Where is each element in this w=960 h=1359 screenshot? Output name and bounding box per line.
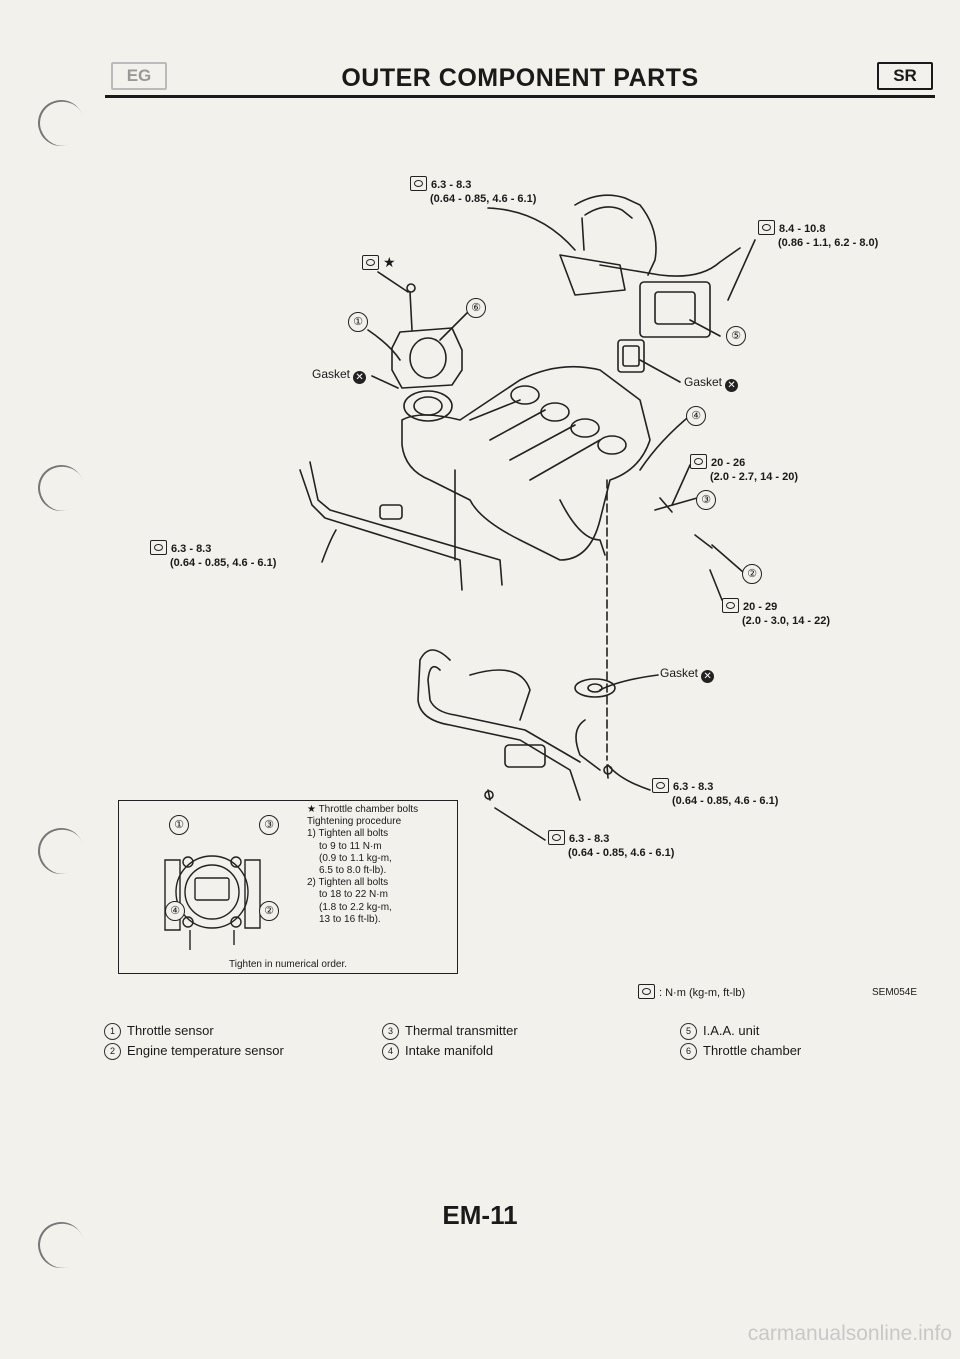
star-mark: ★ [383, 254, 396, 270]
torque-spec-4: 6.3 - 8.3 (0.64 - 0.85, 4.6 - 6.1) [150, 540, 276, 570]
leader-line [321, 529, 337, 563]
header-rule [105, 95, 935, 98]
page-header: EG OUTER COMPONENT PARTS SR [105, 58, 935, 98]
torque-wrench-icon [690, 454, 707, 469]
torque-wrench-icon [722, 598, 739, 613]
leader-line [607, 764, 651, 791]
bracket [559, 254, 626, 296]
torque-spec-star: ★ [362, 255, 396, 270]
replace-icon: ✕ [353, 371, 367, 384]
leader-line [671, 464, 691, 506]
inset-callout-4: ④ [165, 901, 185, 921]
water-hose [417, 649, 581, 801]
inset-callout-3: ③ [259, 815, 279, 835]
throttle-bolt [409, 291, 413, 331]
leader-line [599, 674, 659, 691]
torque-wrench-icon [652, 778, 669, 793]
page-title: OUTER COMPONENT PARTS [341, 64, 699, 92]
order-note: Tighten in numerical order. [228, 959, 348, 970]
leader-line [709, 569, 723, 601]
torque-wrench-icon [410, 176, 427, 191]
replace-icon: ✕ [701, 670, 715, 683]
torque-spec-2: 8.4 - 10.8 (0.86 - 1.1, 6.2 - 8.0) [758, 220, 878, 250]
torque-wrench-icon [362, 255, 379, 270]
figure-code: SEM054E [872, 987, 918, 998]
iaa-unit [639, 281, 711, 338]
water-pipe [309, 461, 503, 586]
hose [584, 206, 633, 219]
leader-line [494, 807, 546, 841]
inset-callout-2: ② [259, 901, 279, 921]
leader-line [371, 375, 399, 389]
star-mark: ★ [307, 804, 316, 815]
torque-spec-1: 6.3 - 8.3 (0.64 - 0.85, 4.6 - 6.1) [410, 176, 536, 206]
page-number: EM-11 [442, 1200, 518, 1230]
leader-line [639, 413, 693, 471]
tightening-procedure: ★ Throttle chamber bolts Tightening proc… [307, 804, 419, 925]
callout-2: ② [742, 564, 762, 584]
inset-callout-1: ① [169, 815, 189, 835]
intake-manifold [401, 365, 651, 561]
callout-6: ⑥ [466, 298, 486, 318]
torque-spec-5: 20 - 29 (2.0 - 3.0, 14 - 22) [722, 598, 830, 628]
bolt [581, 217, 585, 251]
gasket-label-lower: Gasket✕ [660, 666, 715, 683]
gasket-label-throttle: Gasket✕ [312, 367, 367, 384]
watermark: carmanualsonline.info [747, 1322, 952, 1345]
replace-icon: ✕ [725, 379, 739, 392]
torque-spec-7: 6.3 - 8.3 (0.64 - 0.85, 4.6 - 6.1) [548, 830, 674, 860]
section-tag-left: EG [111, 62, 167, 90]
callout-3: ③ [696, 490, 716, 510]
torque-wrench-icon [638, 984, 655, 999]
throttle-chamber [391, 327, 463, 389]
leader-line [711, 544, 744, 573]
stud [659, 497, 673, 513]
leader-line [367, 329, 401, 361]
torque-wrench-icon [548, 830, 565, 845]
throttle-body-inset [175, 855, 249, 929]
section-tag-right: SR [877, 62, 933, 90]
leader-line [439, 309, 471, 341]
leader-line [487, 207, 576, 251]
leader-line [639, 359, 681, 383]
leader-line [727, 239, 756, 301]
torque-spec-6: 6.3 - 8.3 (0.64 - 0.85, 4.6 - 6.1) [652, 778, 778, 808]
unit-legend: : N·m (kg-m, ft-lb) [638, 984, 745, 1000]
callout-1: ① [348, 312, 368, 332]
lower-gasket [574, 678, 616, 698]
gasket-square [617, 339, 645, 373]
sensor [694, 534, 713, 549]
hose [574, 194, 657, 276]
leader-line [377, 271, 409, 293]
callout-5: ⑤ [726, 326, 746, 346]
callout-4: ④ [686, 406, 706, 426]
leader-line [654, 497, 698, 511]
torque-wrench-icon [758, 220, 775, 235]
throttle-gasket [403, 390, 453, 422]
torque-spec-3: 20 - 26 (2.0 - 2.7, 14 - 20) [690, 454, 798, 484]
torque-wrench-icon [150, 540, 167, 555]
throttle-bolt-inset: ① ③ ④ ② ★ Throttle chamber bolts Tighten… [118, 800, 458, 974]
bolt [606, 764, 609, 779]
gasket-label-iaa: Gasket✕ [684, 375, 739, 392]
